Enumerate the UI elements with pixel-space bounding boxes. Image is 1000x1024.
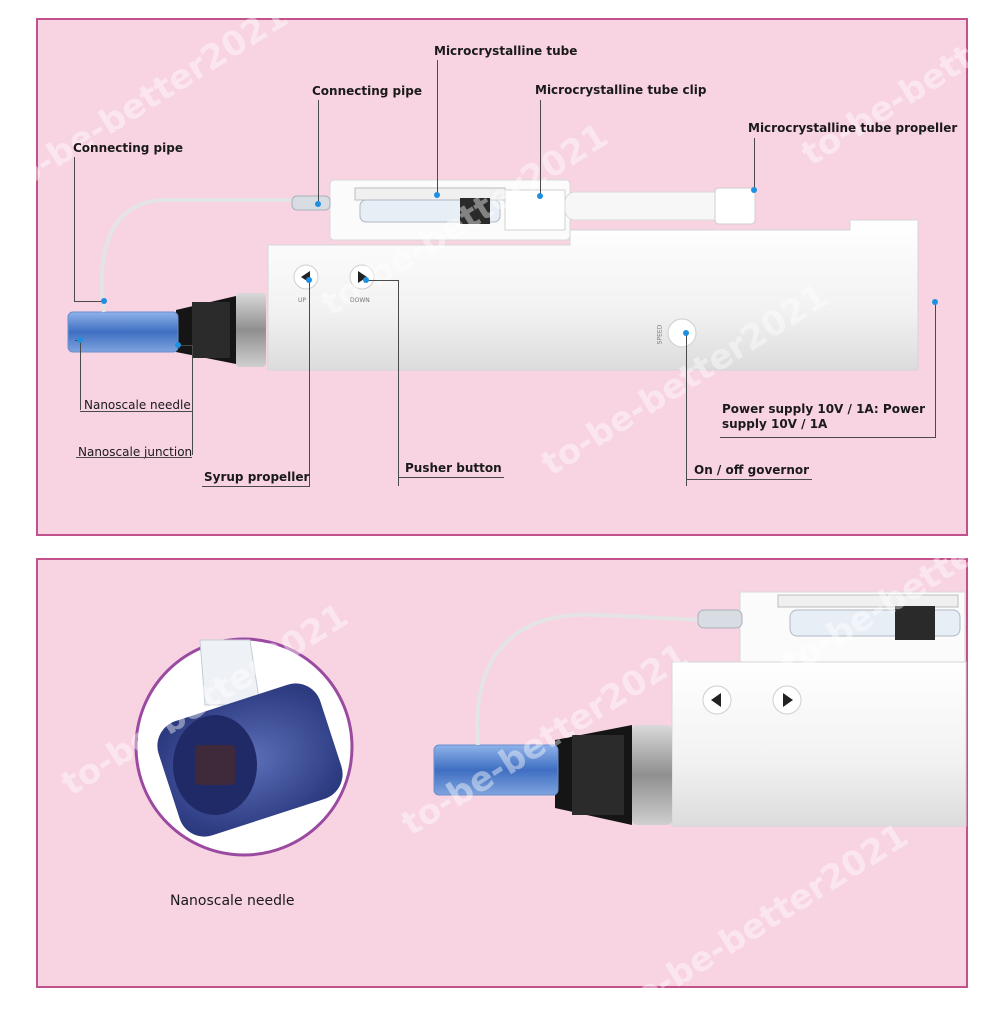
leader-dot [101, 298, 107, 304]
zoom-caption: Nanoscale needle [170, 893, 295, 909]
tube-propeller-rod [564, 191, 726, 221]
down-marking: DOWN [350, 297, 370, 304]
label-nanoscale-junction: Nanoscale junction [78, 445, 193, 459]
label-microcrystalline-tube: Microcrystalline tube [434, 44, 578, 58]
top-device [67, 179, 919, 371]
leader-dot [932, 299, 938, 305]
bottom-device [433, 591, 967, 827]
label-syrup-propeller: Syrup propeller [204, 470, 310, 484]
leader-dot [683, 330, 689, 336]
leader-dot [77, 337, 83, 343]
leader-dot [537, 193, 543, 199]
label-connecting-pipe-left: Connecting pipe [73, 141, 183, 155]
leader-dot [315, 201, 321, 207]
speed-marking: SPEED [656, 324, 664, 345]
device-body [267, 219, 919, 371]
label-pusher-button: Pusher button [405, 461, 502, 475]
leader-dot [751, 187, 757, 193]
label-on-off-governor: On / off governor [694, 463, 810, 477]
tube-propeller [714, 187, 756, 225]
label-nanoscale-needle: Nanoscale needle [84, 398, 191, 412]
leader-dot [175, 342, 181, 348]
tube-clip [504, 189, 566, 231]
up-marking: UP [298, 297, 307, 304]
zoom-circle [134, 637, 354, 857]
label-connecting-pipe-upper: Connecting pipe [312, 84, 422, 98]
nanoscale-needle-cartridge [67, 311, 179, 353]
leader-dot [306, 277, 312, 283]
leader-dot [363, 277, 369, 283]
device-illustrations [67, 179, 967, 857]
tube-plunger [460, 198, 490, 224]
label-power-supply: Power supply 10V / 1A: Power supply 10V … [722, 402, 926, 431]
label-microcrystalline-tube-clip: Microcrystalline tube clip [535, 83, 707, 97]
leader-dot [434, 192, 440, 198]
label-microcrystalline-tube-propeller: Microcrystalline tube propeller [748, 121, 958, 135]
